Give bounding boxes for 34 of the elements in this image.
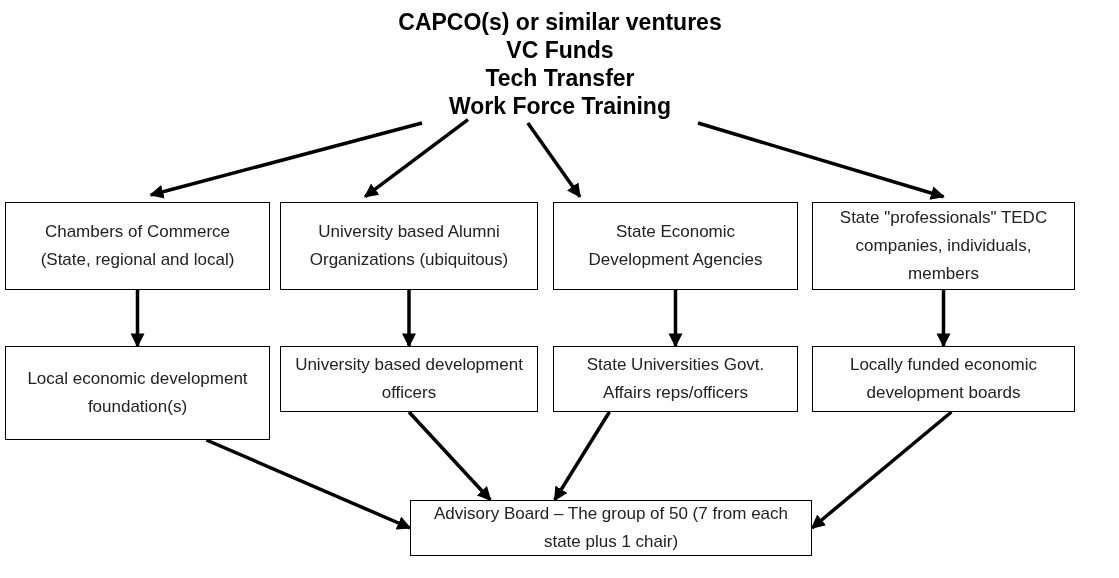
box-label: Chambers of Commerce (State, regional and local) [39,221,236,271]
process-box [5,202,270,290]
arrow [526,122,582,198]
box-label: University based Alumni Organizations (ubiquitous) [308,221,510,271]
process-box [5,346,270,440]
box-label: State "professionals" TEDC companies, individuals, members [838,207,1049,285]
process-box [280,202,538,290]
arrow [364,118,470,199]
arrow [553,411,611,502]
arrow [668,290,683,348]
arrow [810,410,953,530]
box-label: State Universities Govt. Affairs reps/officers [585,354,766,404]
heading-line: VC Funds [506,36,614,64]
arrow [130,290,145,348]
process-box [553,346,798,412]
process-box [812,202,1075,290]
arrow [697,121,945,200]
box-label: State Economic Development Agencies [587,221,764,271]
box-label: Locally funded economic development boards [848,354,1039,404]
heading-line: CAPCO(s) or similar ventures [398,8,722,36]
process-box [812,346,1075,412]
arrow [402,290,416,348]
box-label: University based development officers [294,354,524,404]
box-label: Local economic development foundation(s) [26,368,249,418]
process-box [553,202,798,290]
process-box [280,346,538,412]
box-label: Advisory Board – The group of 50 (7 from each state plus 1 chair) [432,503,789,553]
arrow [407,410,492,502]
arrow [936,290,951,348]
arrow [149,121,423,199]
arrow [205,438,412,530]
process-box [410,500,812,556]
heading-line: Tech Transfer [485,64,635,92]
heading-line: Work Force Training [449,92,671,120]
